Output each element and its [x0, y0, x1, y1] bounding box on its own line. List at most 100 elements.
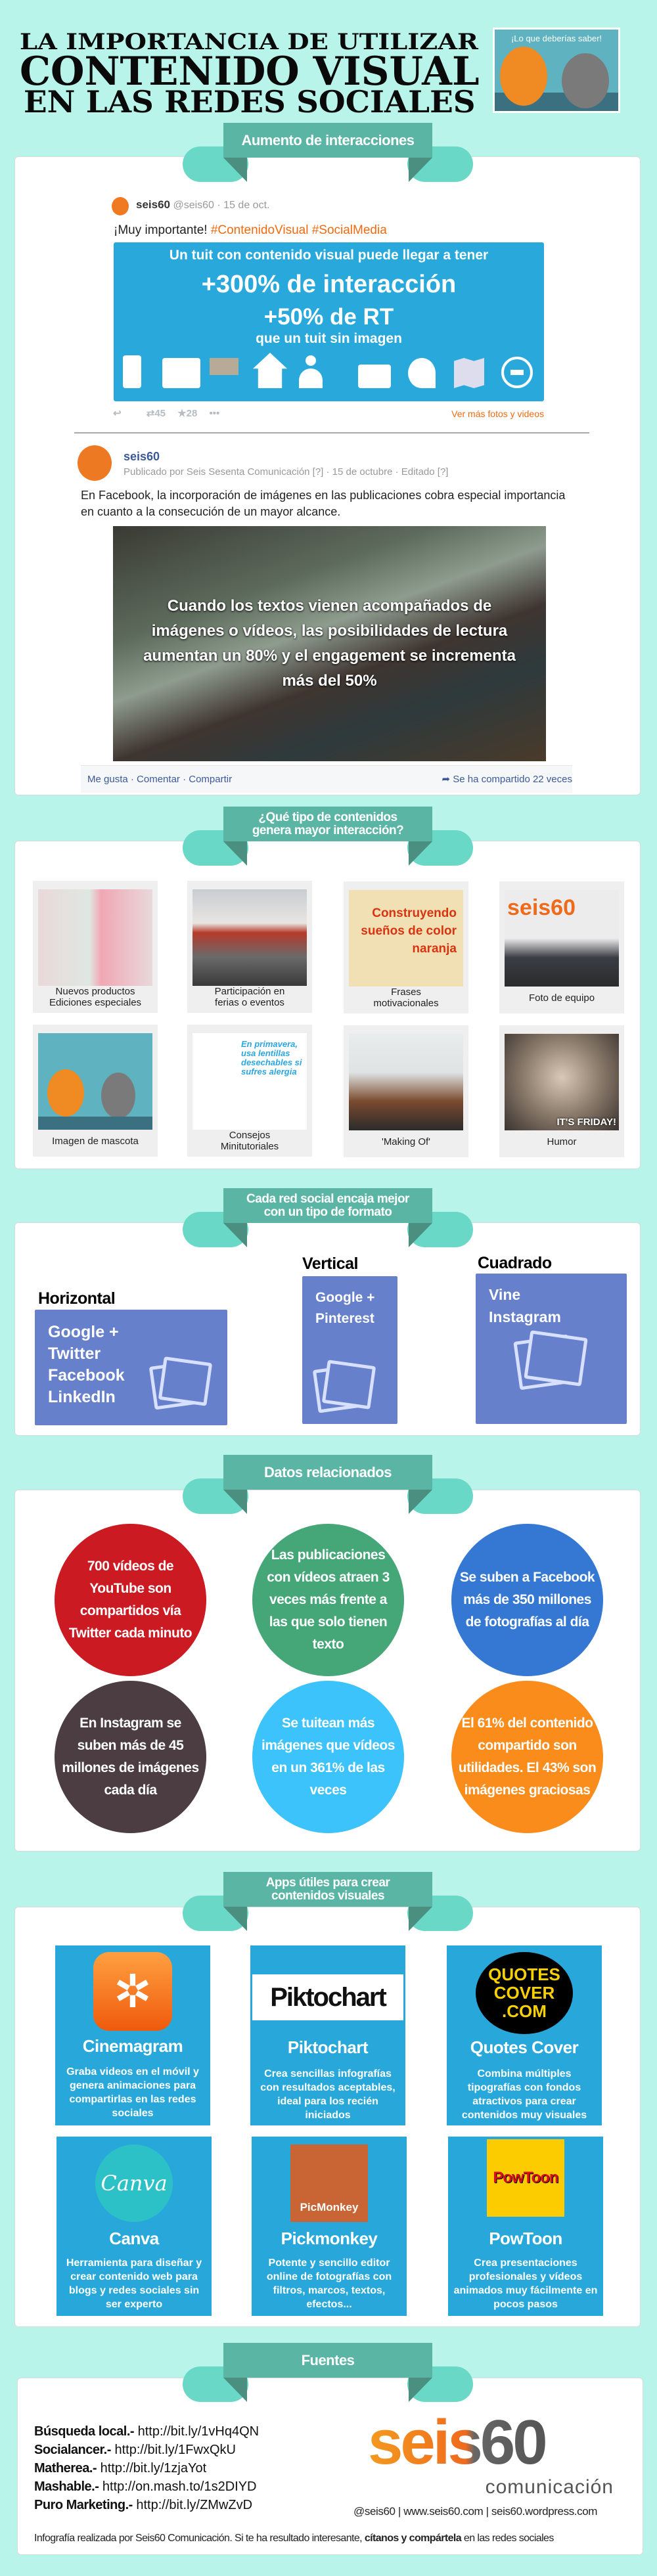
- gin-bottles-photo: [38, 889, 152, 986]
- section-heading: Aumento de interacciones: [223, 123, 432, 158]
- source-name: Búsqueda local.-: [34, 2424, 135, 2439]
- tips-image: En primavera, usa lentillas desechables …: [193, 1033, 307, 1130]
- divider: [74, 432, 589, 433]
- content-type-tile: 'Making Of': [344, 1025, 468, 1157]
- tile-caption: motivacionales: [373, 998, 439, 1009]
- title-line-3: EN LAS REDES SOCIALES: [24, 84, 476, 120]
- share-count[interactable]: Se ha compartido 22 veces: [453, 774, 572, 785]
- image-stack-icon: [148, 1356, 213, 1410]
- source-item: Matherea.- http://bit.ly/1zjaYot: [34, 2459, 206, 2477]
- seis60-page-avatar: [78, 445, 112, 481]
- retweet-icon[interactable]: ⇄: [146, 408, 155, 419]
- section-heading: Fuentes: [223, 2343, 432, 2378]
- tweet-handle[interactable]: @seis60: [173, 200, 214, 211]
- source-name: Socialancer.-: [34, 2443, 111, 2457]
- making-of-photo: [349, 1034, 463, 1130]
- network-name: Google +: [315, 1290, 375, 1305]
- more-icon[interactable]: •••: [209, 408, 220, 419]
- app-description: Herramienta para diseñar y crear conteni…: [66, 2257, 202, 2310]
- credit-emphasis: cítanos y compártela: [364, 2533, 462, 2544]
- section-ribbon-interactions: Aumento de interacciones: [183, 123, 473, 182]
- picmonkey-logo: PicMonkey: [290, 2144, 368, 2222]
- source-name: Mashable.-: [34, 2479, 99, 2494]
- source-item: Socialancer.- http://bit.ly/1FwxQkU: [34, 2441, 236, 2459]
- content-type-tile: seis60 Foto de equipo: [499, 881, 624, 1013]
- credit-line: Infografía realizada por Seis60 Comunica…: [34, 2533, 554, 2544]
- orange-mascot: [500, 47, 547, 106]
- more-photos-link[interactable]: Ver más fotos y videos: [451, 409, 544, 419]
- reply-icon[interactable]: ↩: [113, 408, 122, 419]
- tweet-hashtags[interactable]: #ContenidoVisual #SocialMedia: [210, 223, 387, 237]
- source-link[interactable]: http://on.mash.to/1s2DIYD: [102, 2479, 257, 2494]
- section-ribbon-facts: Datos relacionados: [183, 1455, 473, 1514]
- format-label-horizontal: Horizontal: [38, 1289, 116, 1308]
- tile-caption: Nuevos productos: [55, 986, 135, 997]
- quotes-cover-logo: QUOTES COVER .COM: [476, 1952, 573, 2034]
- app-tile-cinemagram: ✲ Cinemagram Graba videos en el móvil y …: [55, 1945, 210, 2125]
- fb-post-meta: Publicado por Seis Sesenta Comunicación …: [124, 466, 449, 477]
- like-link[interactable]: Me gusta: [87, 774, 128, 785]
- kitten-photo: IT'S FRIDAY!: [505, 1034, 619, 1130]
- content-type-tile: Imagen de mascota: [33, 1025, 158, 1157]
- fb-page-name[interactable]: seis60: [124, 450, 160, 463]
- fb-image-text: Cuando los textos vienen acompañados de …: [143, 597, 516, 690]
- app-description: Graba videos en el móvil y genera animac…: [66, 2066, 199, 2119]
- fact-circle: Las publicaciones con vídeos atraen 3 ve…: [252, 1524, 404, 1676]
- box-line-2: +300% de interacción: [201, 271, 457, 298]
- section-heading: Datos relacionados: [223, 1455, 432, 1490]
- pie-icon: [408, 358, 436, 388]
- piktochart-logo: Piktochart: [252, 1974, 403, 2020]
- image-stack-icon: [312, 1360, 376, 1413]
- app-description: Combina múltiples tipografías con fondos…: [461, 2068, 587, 2121]
- tablet-icon: [162, 358, 200, 388]
- gray-mascot: [562, 53, 609, 108]
- app-tile-quotes-cover: QUOTES COVER .COM Quotes Cover Combina m…: [447, 1945, 602, 2125]
- map-icon: [454, 358, 484, 388]
- tweet-header: seis60 @seis60 · 15 de oct.: [136, 198, 269, 211]
- credit-text: Infografía realizada por Seis60 Comunica…: [34, 2533, 363, 2544]
- fb-post-image: Cuando los textos vienen acompañados de …: [113, 526, 546, 761]
- share-link[interactable]: Compartir: [189, 774, 233, 785]
- team-photo-logo: seis60: [507, 895, 576, 920]
- source-link[interactable]: http://bit.ly/ZMwZvD: [136, 2498, 253, 2512]
- tile-caption: Frases: [391, 987, 421, 998]
- badge-caption: ¡Lo que deberías saber!: [510, 33, 602, 43]
- heading-line-1: Apps útiles para crear: [265, 1875, 390, 1890]
- seis60-logo: seis60 comunicación: [368, 2407, 618, 2499]
- app-tile-canva: Canva Canva Herramienta para diseñar y c…: [57, 2137, 212, 2316]
- cinemagram-logo-icon: ✲: [93, 1952, 172, 2031]
- source-link[interactable]: http://bit.ly/1FwxQkU: [114, 2443, 236, 2457]
- format-label-square: Cuadrado: [478, 1254, 552, 1272]
- favorite-icon[interactable]: ★: [177, 408, 187, 419]
- fact-circle: Se tuitean más imágenes que vídeos en un…: [252, 1681, 404, 1833]
- heading-line-1: Cada red social encaja mejor: [246, 1191, 409, 1206]
- canva-logo: Canva: [95, 2144, 173, 2222]
- app-tile-pickmonkey: PicMonkey Pickmonkey Potente y sencillo …: [252, 2137, 407, 2316]
- source-link[interactable]: http://bit.ly/1zjaYot: [100, 2461, 207, 2476]
- fact-circle: 700 vídeos de YouTube son compartidos ví…: [55, 1524, 206, 1676]
- app-name: PowToon: [489, 2229, 562, 2248]
- app-description: Crea sencillas infografías con resultado…: [260, 2068, 396, 2121]
- heading-line-2: genera mayor interacción?: [252, 823, 404, 837]
- app-tile-powtoon: PowToon PowToon Crea presentaciones prof…: [448, 2137, 603, 2316]
- format-box-horizontal: Google + Twitter Facebook LinkedIn: [35, 1310, 227, 1425]
- tweet-author[interactable]: seis60: [136, 198, 170, 211]
- app-tile-piktochart: Piktochart Piktochart Crea sencillas inf…: [250, 1945, 405, 2125]
- source-link[interactable]: http://bit.ly/1vHq4QN: [137, 2424, 260, 2439]
- tile-caption: Imagen de mascota: [52, 1135, 139, 1147]
- network-name: Pinterest: [315, 1311, 374, 1326]
- tile-caption: Ediciones especiales: [49, 997, 142, 1008]
- comment-link[interactable]: Comentar: [137, 774, 180, 785]
- network-name: Facebook: [48, 1366, 125, 1385]
- network-name: Google +: [48, 1323, 119, 1341]
- tile-caption: 'Making Of': [381, 1136, 431, 1147]
- source-item: Búsqueda local.- http://bit.ly/1vHq4QN: [34, 2422, 259, 2441]
- home-icon: [253, 353, 287, 388]
- format-box-square: Vine Instagram: [476, 1274, 627, 1424]
- image-stack-icon: [513, 1330, 589, 1390]
- contact-line[interactable]: @seis60 | www.seis60.com | seis60.wordpr…: [353, 2505, 598, 2518]
